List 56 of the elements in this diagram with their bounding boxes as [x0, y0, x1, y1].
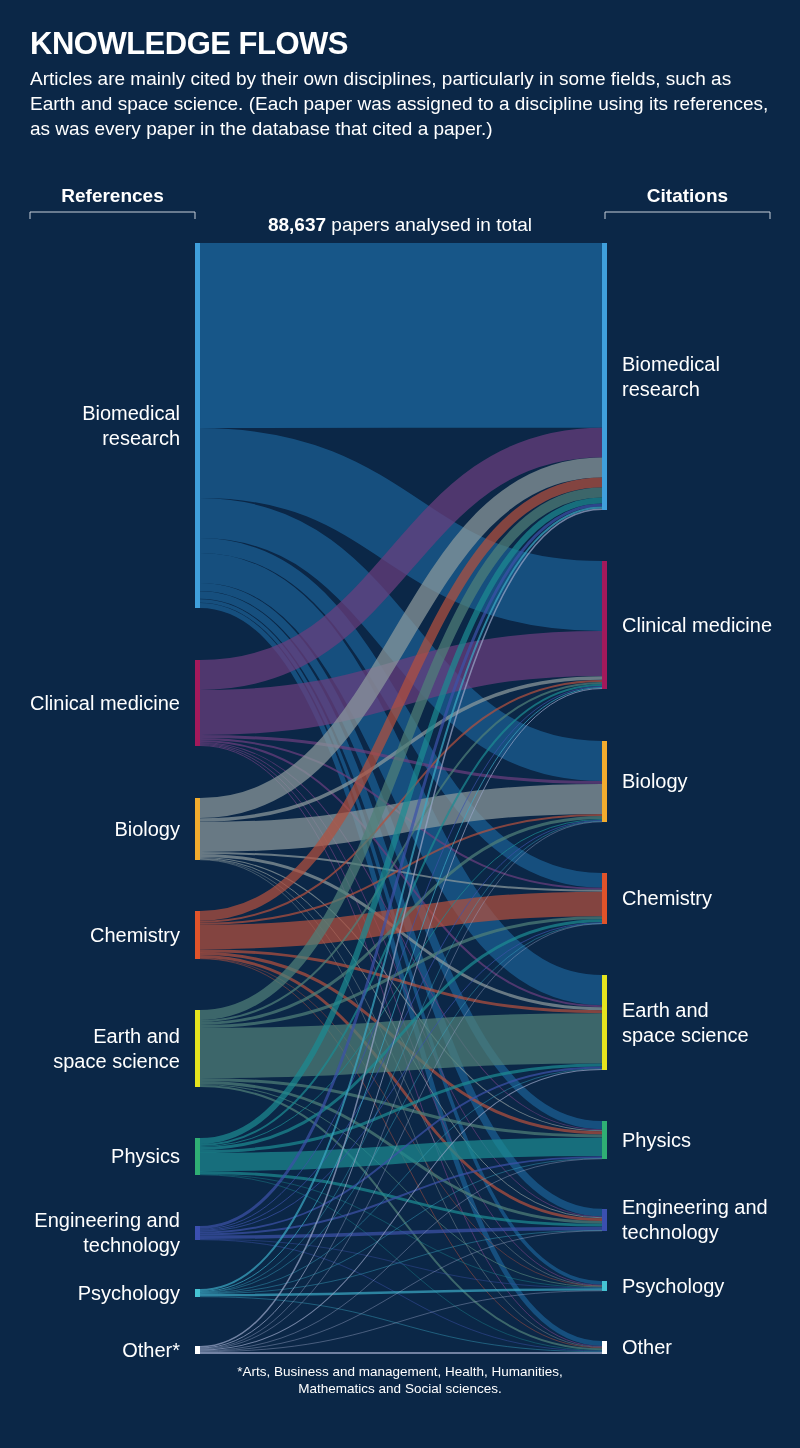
- node-label: Chemistry: [621, 886, 712, 911]
- column-heading: References: [60, 184, 165, 208]
- node-label: Earth and space science: [621, 997, 750, 1048]
- flow-band: [199, 919, 603, 1150]
- flow-band: [199, 784, 603, 852]
- flow-band: [199, 1137, 603, 1172]
- flow-band: [198, 457, 604, 818]
- node-label: Engineering and technology: [621, 1195, 769, 1245]
- flow-band: [199, 852, 603, 892]
- node-label: Clinical medicine: [29, 690, 181, 716]
- node-label: Engineering and technology: [33, 1208, 181, 1258]
- node-label: Biology: [621, 769, 688, 794]
- total-note: 88,637 papers analysed in total: [266, 213, 534, 237]
- flow-band: [199, 676, 603, 822]
- intro-paragraph: Articles are mainly cited by their own disciplines, particularly in some fields, such as Earth and space science. (Each paper was assigned to a discipline using its references, as was every paper in the database that cited a paper.): [30, 67, 770, 141]
- node-label: Psychology: [77, 1280, 181, 1306]
- flow-band: [199, 1156, 603, 1236]
- column-heading: Citations: [645, 184, 730, 208]
- flow-band: [199, 631, 603, 735]
- node-label: Biology: [114, 816, 181, 842]
- node-label: Earth and space science: [52, 1023, 181, 1074]
- flow-band: [199, 1352, 603, 1354]
- flow-band: [199, 816, 603, 1025]
- flow-band: [199, 854, 603, 1011]
- flow-band: [198, 487, 604, 1020]
- flow-band: [197, 553, 605, 1005]
- flow-band: [199, 949, 603, 1014]
- flow-band: [199, 891, 603, 950]
- flow-band: [199, 682, 603, 1022]
- flow-band: [199, 1171, 603, 1227]
- node-label: Biomedical research: [621, 351, 721, 402]
- node-label: Physics: [111, 1144, 181, 1169]
- flow-band: [198, 538, 604, 888]
- title: KNOWLEDGE FLOWS: [30, 26, 348, 62]
- flow-band: [199, 1013, 603, 1079]
- flow-band: [199, 684, 603, 1146]
- node-label: Physics: [621, 1127, 691, 1153]
- flow-band: [199, 680, 603, 923]
- node-label: Biomedical research: [81, 400, 181, 451]
- flow-band: [199, 1063, 603, 1153]
- flow-band: [199, 1077, 603, 1138]
- node-label: Chemistry: [90, 922, 181, 948]
- flow-band: [200, 242, 602, 428]
- node-label: Other: [621, 1335, 673, 1360]
- node-label: Other*: [122, 1337, 181, 1363]
- footnote: *Arts, Business and management, Health, Humanities, Mathematics and Social sciences.: [236, 1364, 564, 1398]
- node-label: Clinical medicine: [621, 612, 773, 638]
- flow-band: [200, 1226, 602, 1239]
- flow-band: [199, 814, 603, 925]
- flow-band: [199, 735, 603, 784]
- flow-band: [200, 1288, 602, 1297]
- node-label: Psychology: [621, 1273, 725, 1299]
- flow-band: [199, 916, 603, 1028]
- flow-band: [199, 819, 603, 1147]
- flow-band: [199, 477, 603, 921]
- flow-band: [197, 498, 605, 781]
